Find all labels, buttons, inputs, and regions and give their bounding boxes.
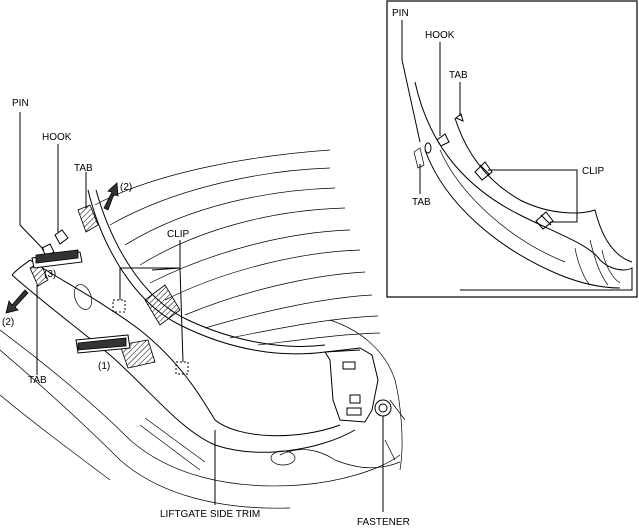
liftgate-side-trim-label: LIFTGATE SIDE TRIM: [160, 509, 260, 520]
inset-clip-1-icon: [474, 161, 493, 181]
arrow-2-left-icon: [5, 289, 29, 314]
clip-hatch: [144, 284, 181, 326]
pin-icon: [41, 243, 55, 257]
bracket-assembly: [324, 347, 392, 423]
arrow-2-top-icon: [103, 182, 119, 211]
liftgate-side-trim-body: [0, 189, 406, 509]
tab-hatch: [77, 204, 99, 233]
inset-pin-label: PIN: [392, 8, 409, 19]
inset-tab-label-left: TAB: [412, 197, 431, 208]
inset-clip-label: CLIP: [582, 166, 605, 177]
arrow-1-icon: [77, 337, 127, 351]
step-3-label: (3): [44, 269, 56, 280]
fastener-label: FASTENER: [357, 517, 410, 528]
step-1-label: (1): [98, 361, 110, 372]
window-glass-lines: [94, 149, 381, 346]
pin-label: PIN: [12, 98, 29, 109]
clip-location-2: [175, 361, 189, 375]
tab-label-bottom: TAB: [28, 375, 47, 386]
inset-hook-label: HOOK: [425, 30, 455, 41]
step-2-label-top: (2): [120, 182, 132, 193]
clip-location-1: [112, 299, 126, 313]
fastener-icon: [374, 399, 392, 417]
removal-arrows: [5, 182, 131, 354]
tab-label-top: TAB: [74, 163, 93, 174]
inset-hook-icon: [436, 133, 450, 147]
leader-lines: [19, 112, 384, 512]
inset-pin-icon: [424, 142, 432, 154]
hook-icon: [54, 229, 69, 245]
clip-label: CLIP: [167, 229, 190, 240]
inset-panel: [386, 0, 638, 298]
arrow-3-icon: [35, 249, 79, 264]
hook-label: HOOK: [42, 132, 72, 143]
inset-tab-icon: [455, 113, 464, 122]
inset-frame: [386, 0, 638, 298]
hook-pin-features: [41, 229, 69, 257]
inset-clip-2-icon: [535, 211, 554, 230]
step-2-label-left: (2): [2, 317, 14, 328]
inset-tab-label-top: TAB: [449, 70, 468, 81]
